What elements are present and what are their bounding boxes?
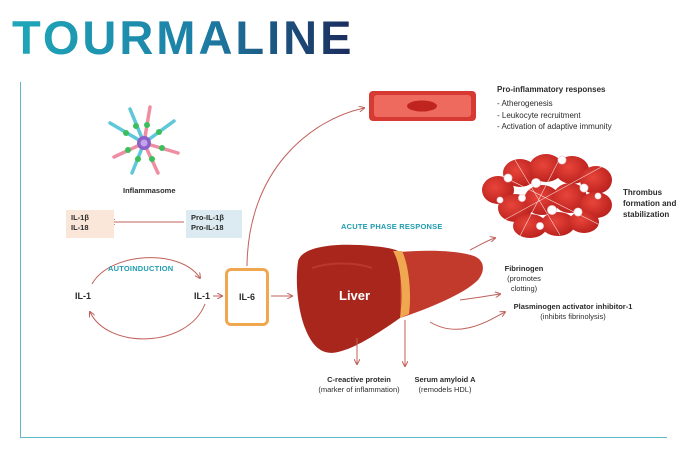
pro-inflammatory-heading: Pro-inflammatory responses — [497, 85, 606, 94]
liver-label: Liver — [339, 288, 371, 303]
endothelial-cell-icon — [369, 91, 476, 121]
inflammasome-icon — [108, 105, 180, 175]
tourmaline-logo: TOURMALINE — [12, 11, 354, 62]
list-item: Atherogenesis — [497, 98, 612, 110]
list-item: Leukocyte recruitment — [497, 110, 612, 122]
il-1-left-node: IL-1 — [75, 291, 92, 301]
il-6-label: IL-6 — [238, 292, 255, 302]
thrombus-line-3: stabilization — [623, 210, 670, 219]
pai-1-note: (inhibits fibrinolysis) — [540, 312, 606, 321]
svg-text:TOURMALINE: TOURMALINE — [12, 11, 354, 62]
fibrinogen-label: Fibrinogen (promotes clotting) — [500, 264, 548, 294]
il-1-right-node: IL-1 — [194, 291, 211, 301]
pro-il-1beta-text: Pro-IL-1β — [191, 213, 224, 222]
il-6-box: IL-6 — [225, 268, 269, 326]
pro-inflammatory-list: Atherogenesis Leukocyte recruitment Acti… — [497, 98, 612, 133]
thrombus-icon — [482, 154, 612, 238]
crp-title: C-reactive protein — [327, 375, 391, 384]
pro-inflammatory-title: Pro-inflammatory responses — [497, 85, 605, 96]
thrombus-line-2: formation and — [623, 199, 677, 208]
pro-il-18-text: Pro-IL-18 — [191, 223, 224, 232]
crp-note: (marker of inflammation) — [318, 385, 400, 394]
inflammasome-label: Inflammasome — [123, 186, 176, 195]
fibrinogen-title: Fibrinogen — [504, 264, 544, 273]
content-frame — [20, 82, 667, 438]
list-item: Activation of adaptive immunity — [497, 121, 611, 133]
pai-1-title: Plasminogen activator inhibitor-1 — [513, 302, 633, 311]
saa-title: Serum amyloid A — [414, 375, 476, 384]
liver-icon — [296, 244, 483, 353]
saa-note: (remodels HDL) — [418, 385, 472, 394]
thrombus-label: Thrombus formation and stabilization — [623, 187, 676, 220]
saa-label: Serum amyloid A (remodels HDL) — [412, 375, 478, 395]
crp-label: C-reactive protein (marker of inflammati… — [317, 375, 401, 395]
fibrinogen-note: (promotes clotting) — [507, 274, 541, 293]
il-beta-box: IL-1β IL-18 — [66, 210, 114, 238]
pro-il-box: Pro-IL-1β Pro-IL-18 — [186, 210, 242, 238]
acute-phase-label: ACUTE PHASE RESPONSE — [341, 222, 443, 231]
pai-1-label: Plasminogen activator inhibitor-1 (inhib… — [504, 302, 642, 322]
autoinduction-label: AUTOINDUCTION — [108, 264, 174, 273]
il-1beta-text: IL-1β — [71, 213, 89, 222]
thrombus-line-1: Thrombus — [623, 188, 663, 197]
il-18-text: IL-18 — [71, 223, 89, 232]
